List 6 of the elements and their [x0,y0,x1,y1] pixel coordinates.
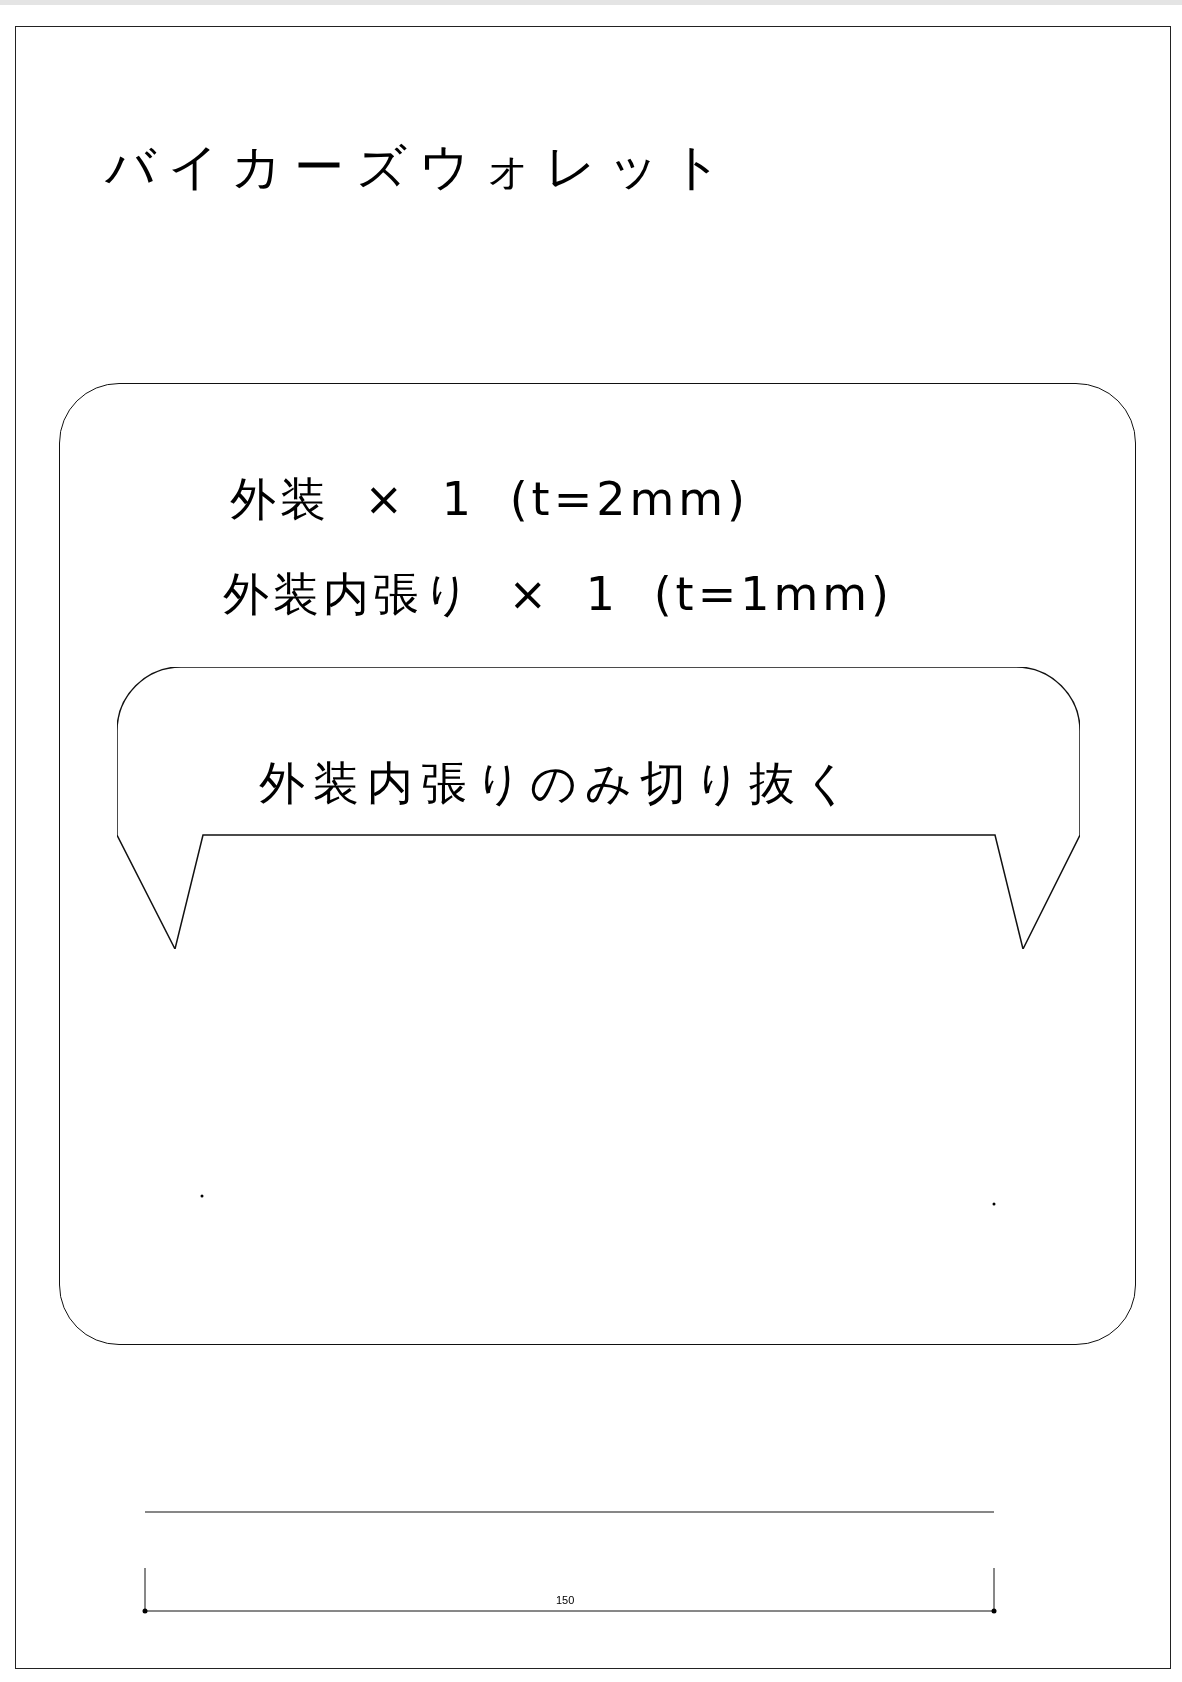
piece-label: 外装内張りのみ切り抜く [259,755,858,812]
piece-label: 外装内張り × 1 (t=1mm) [223,566,894,623]
title: バイカーズウォレット [105,137,734,198]
piece-label: 外装 × 1 (t=2mm) [230,471,750,528]
pattern-piece-outline [59,383,1136,1345]
dimension-label: 150 [556,1594,575,1606]
